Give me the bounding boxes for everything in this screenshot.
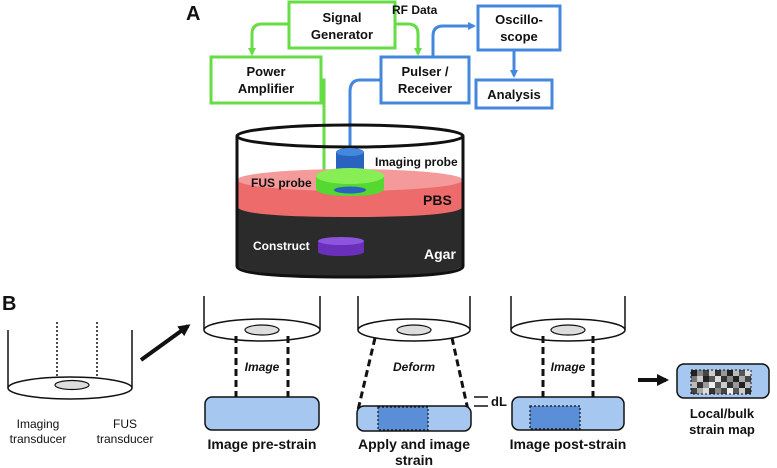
step1-verb: Image — [245, 360, 280, 374]
signal-generator-box: Signal Generator — [287, 0, 397, 50]
pulser-receiver-line1: Pulser / — [402, 64, 449, 79]
pbs-label: PBS — [423, 192, 452, 208]
panel-b-label: B — [2, 293, 16, 315]
imaging-probe-label: Imaging probe — [375, 155, 458, 169]
pulser-to-oscilloscope-arrow — [431, 22, 476, 57]
process-arrow-1 — [139, 324, 191, 362]
oscilloscope-box: Oscillo- scope — [476, 4, 562, 52]
oscilloscope-line2: scope — [500, 29, 538, 44]
signal-to-amplifier-arrow — [248, 22, 289, 56]
analysis-box: Analysis — [474, 78, 554, 110]
power-amplifier-box: Power Amplifier — [209, 55, 323, 105]
step1-caption: Image pre-strain — [208, 436, 317, 452]
step2-verb: Deform — [393, 360, 435, 374]
pulser-to-imaging-cable — [348, 78, 381, 154]
power-amplifier-line2: Amplifier — [238, 81, 294, 96]
dl-label: dL — [491, 394, 507, 409]
rf-data-label: RF Data — [392, 3, 438, 17]
signal-generator-line2: Generator — [311, 27, 373, 42]
power-amplifier-line1: Power — [246, 64, 285, 79]
imaging-transducer-line2: transducer — [10, 432, 67, 446]
pulser-receiver-box: Pulser / Receiver — [379, 55, 471, 105]
transducer-schematic — [7, 322, 133, 400]
signal-to-pulser-arrow — [395, 22, 422, 56]
step-pre-strain — [203, 296, 321, 431]
fus-transducer-line2: transducer — [97, 432, 154, 446]
analysis-label: Analysis — [487, 87, 540, 102]
result-caption-line2: strain map — [689, 422, 755, 437]
step3-verb: Image — [551, 360, 586, 374]
oscilloscope-line1: Oscillo- — [495, 12, 543, 27]
result-caption-line1: Local/bulk — [690, 406, 755, 421]
step2-caption-line2: strain — [395, 452, 433, 468]
imaging-transducer-line1: Imaging — [17, 417, 60, 431]
pulser-receiver-line2: Receiver — [398, 81, 452, 96]
step-post-strain — [510, 296, 626, 431]
step2-caption-line1: Apply and image — [358, 436, 470, 452]
construct-label: Construct — [253, 239, 310, 253]
fus-probe-label: FUS probe — [251, 176, 312, 190]
construct-disk — [318, 237, 364, 256]
step3-caption: Image post-strain — [510, 436, 627, 452]
imaging-probe — [336, 148, 364, 170]
signal-generator-line1: Signal — [322, 10, 361, 25]
strain-map — [676, 363, 770, 399]
fus-probe — [316, 168, 384, 196]
step-apply-strain — [356, 296, 488, 432]
panel-a-label: A — [186, 3, 200, 25]
fus-transducer-line1: FUS — [113, 417, 137, 431]
agar-label: Agar — [424, 246, 456, 262]
